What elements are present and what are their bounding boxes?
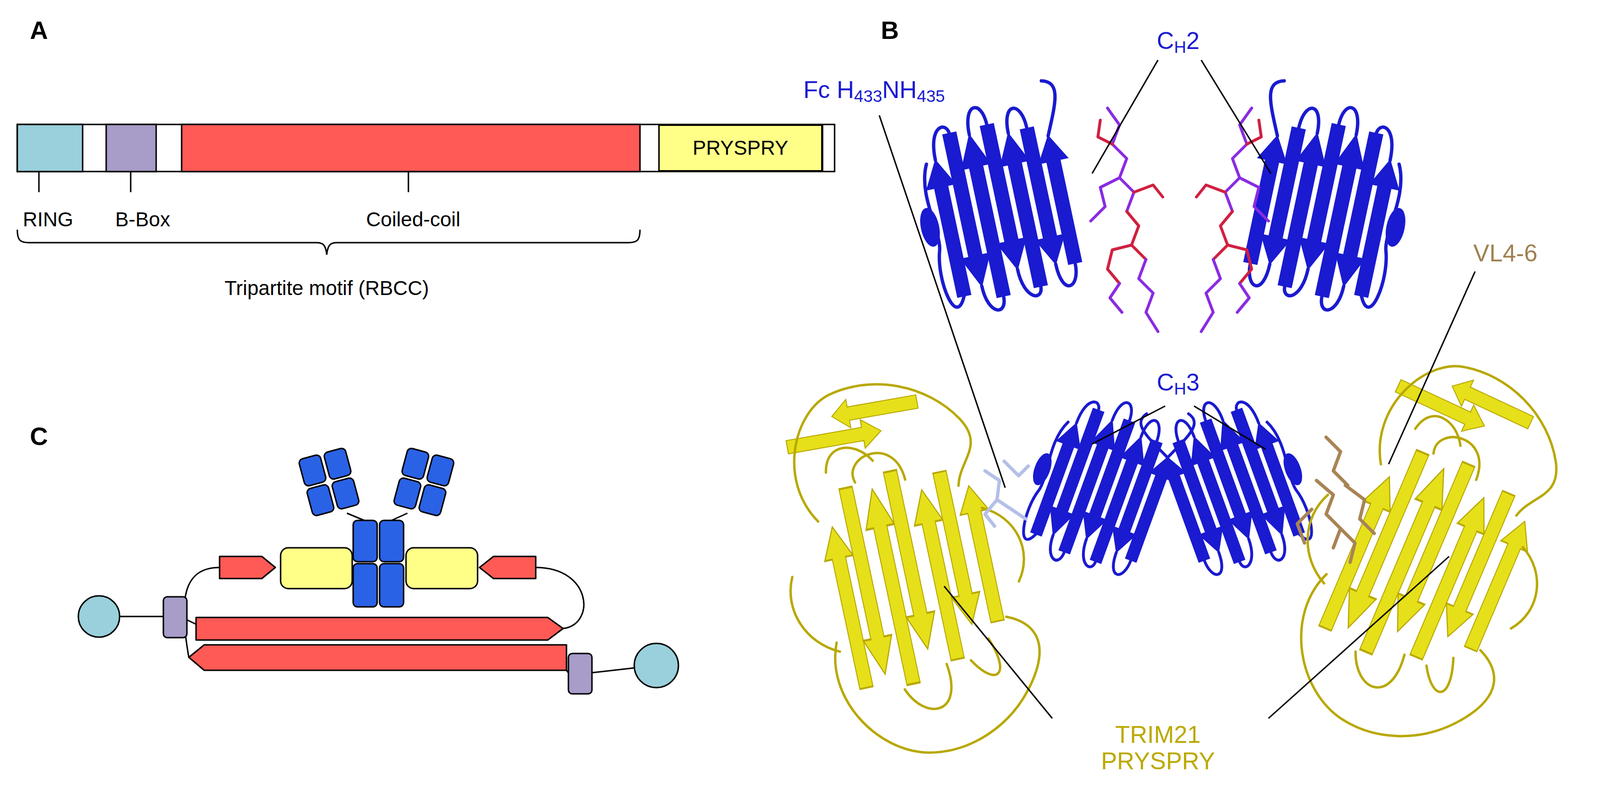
glycan-sticks	[1196, 108, 1269, 332]
hnh-residue-sticks	[984, 461, 1029, 527]
pryspry-domain	[1261, 338, 1588, 764]
domain-ticks	[38, 171, 409, 193]
structure-label: CH2	[1154, 27, 1202, 55]
ch3-domain	[1138, 370, 1328, 590]
subscript: H	[1174, 379, 1187, 398]
structure-label: VL4-6	[1471, 240, 1539, 267]
protein-structure	[728, 78, 1588, 786]
domain-bar	[17, 124, 835, 172]
domain-name: PRYSPRY	[692, 136, 788, 160]
glycan-sticks	[1090, 108, 1163, 332]
domain-label: Coiled-coil	[364, 208, 463, 231]
curly-bracket	[17, 229, 640, 255]
vl-residue-sticks	[1297, 437, 1375, 563]
pryspry-domain	[728, 349, 1080, 786]
panel-letter: C	[27, 422, 50, 451]
panel-letter: A	[27, 16, 50, 45]
subscript: 433	[854, 86, 883, 106]
structure-label: CH3	[1154, 369, 1202, 396]
leader-lines	[879, 60, 1476, 719]
bracket-label: Tripartite motif (RBCC)	[222, 277, 431, 300]
domain-label: B-Box	[113, 208, 173, 231]
ch2-domain	[896, 78, 1097, 323]
domain-label: RING	[21, 208, 76, 231]
structure-label: TRIM21 PRYSPRY	[1064, 721, 1252, 775]
trim21-antibody-schematic	[78, 447, 679, 694]
subscript: H	[1174, 37, 1187, 57]
subscript: 435	[916, 86, 945, 106]
pryspry-domain-box: PRYSPRY	[658, 124, 823, 172]
panel-letter: B	[878, 16, 901, 45]
ch2-domain	[1229, 78, 1429, 323]
structure-label: Fc H433NH435	[801, 76, 948, 104]
